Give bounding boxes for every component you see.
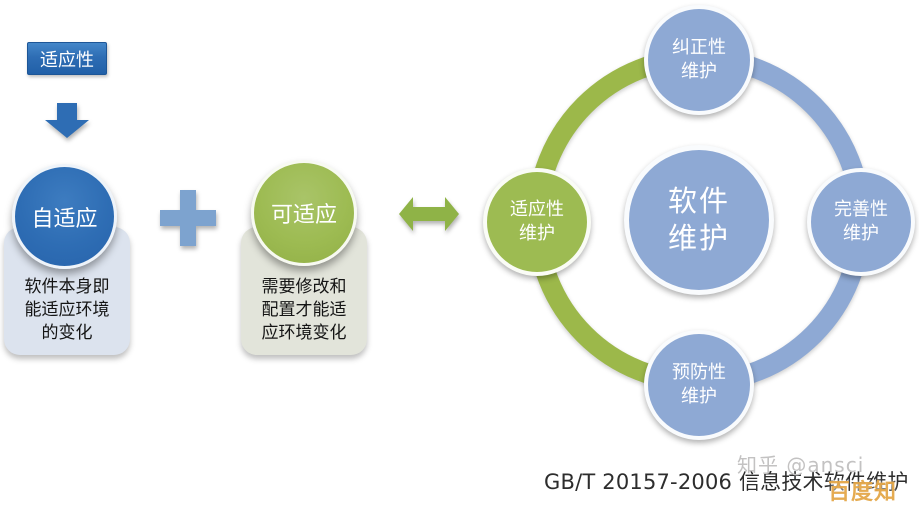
cycle-node-adaptive: 适应性 维护 <box>483 168 591 276</box>
adaptable-description: 需要修改和 配置才能适 应环境变化 <box>261 277 347 343</box>
zhihu-watermark: 知乎 @ansci <box>737 453 865 477</box>
cycle-center-label: 软件 维护 <box>667 184 730 255</box>
left-right-arrow-icon <box>399 197 459 231</box>
adaptable-circle: 可适应 <box>251 160 357 266</box>
standard-caption: GB/T 20157-2006 信息技术软件维护 <box>544 470 909 494</box>
cycle-center-circle: 软件 维护 <box>624 145 774 295</box>
adaptable-circle-label: 可适应 <box>270 203 337 228</box>
adaptable-card: 需要修改和 配置才能适 应环境变化 <box>241 227 367 355</box>
baidu-watermark: 百度知道 <box>828 480 898 505</box>
cycle-node-corrective-label: 纠正性 维护 <box>672 37 726 82</box>
adaptive-tag-label: 适应性 <box>40 49 94 71</box>
adaptive-tag: 适应性 <box>27 42 107 75</box>
down-arrow-icon <box>45 103 89 138</box>
self-adaptive-circle: 自适应 <box>12 164 117 269</box>
cycle-node-adaptive-label: 适应性 维护 <box>510 199 564 244</box>
cycle-node-perfective-label: 完善性 维护 <box>834 199 888 244</box>
self-adaptive-circle-label: 自适应 <box>31 206 98 232</box>
cycle-node-preventive-label: 预防性 维护 <box>672 362 726 407</box>
cycle-node-perfective: 完善性 维护 <box>807 168 915 276</box>
self-adaptive-description: 软件本身即 能适应环境 的变化 <box>24 277 110 343</box>
cycle-node-corrective: 纠正性 维护 <box>644 5 754 115</box>
cycle-node-preventive: 预防性 维护 <box>644 330 754 440</box>
plus-icon <box>160 190 216 246</box>
